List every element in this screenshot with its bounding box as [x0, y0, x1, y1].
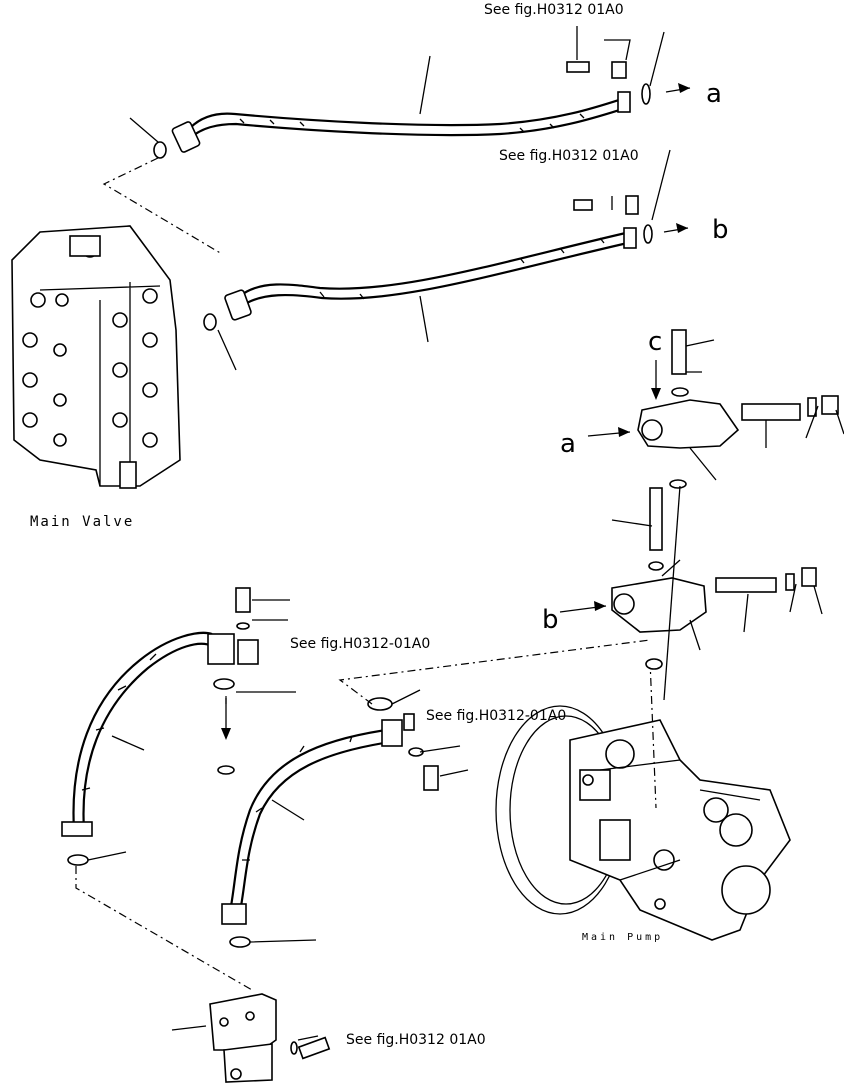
o-ring: [645, 658, 663, 670]
lower-middle-hose: [221, 719, 403, 925]
lower-fittings: [67, 587, 469, 948]
main-valve-label: Main Valve: [30, 514, 134, 530]
connection-letter-b-top: b: [712, 215, 729, 245]
main-pump-assembly: [495, 705, 791, 941]
o-ring: [153, 141, 167, 159]
reference-label-mid-2[interactable]: See fig.H0312-01A0: [426, 708, 566, 724]
upper-connector-block: [587, 329, 844, 481]
bottom-bracket: [171, 993, 331, 1083]
reference-label-bottom[interactable]: See fig.H0312 01A0: [346, 1032, 486, 1048]
reference-label-top-2[interactable]: See fig.H0312 01A0: [499, 148, 639, 164]
main-valve-assembly: [11, 225, 181, 489]
reference-label-top-1[interactable]: See fig.H0312 01A0: [484, 2, 624, 18]
main-pump-label: Main Pump: [582, 932, 663, 943]
connection-line: [75, 866, 253, 991]
connection-letter-a-side: a: [560, 429, 576, 459]
lower-connector-block: [559, 479, 823, 701]
upper-hose-b: [224, 149, 689, 343]
connection-letter-c: c: [648, 327, 662, 357]
upper-hose-a: [171, 26, 691, 153]
connection-letter-b-side: b: [542, 605, 559, 635]
connection-line: [649, 659, 657, 809]
o-ring: [203, 313, 217, 331]
reference-label-mid-1[interactable]: See fig.H0312-01A0: [290, 636, 430, 652]
connection-letter-a-top: a: [706, 79, 722, 109]
lower-left-hose: [61, 631, 235, 837]
connection-line: [225, 639, 651, 706]
